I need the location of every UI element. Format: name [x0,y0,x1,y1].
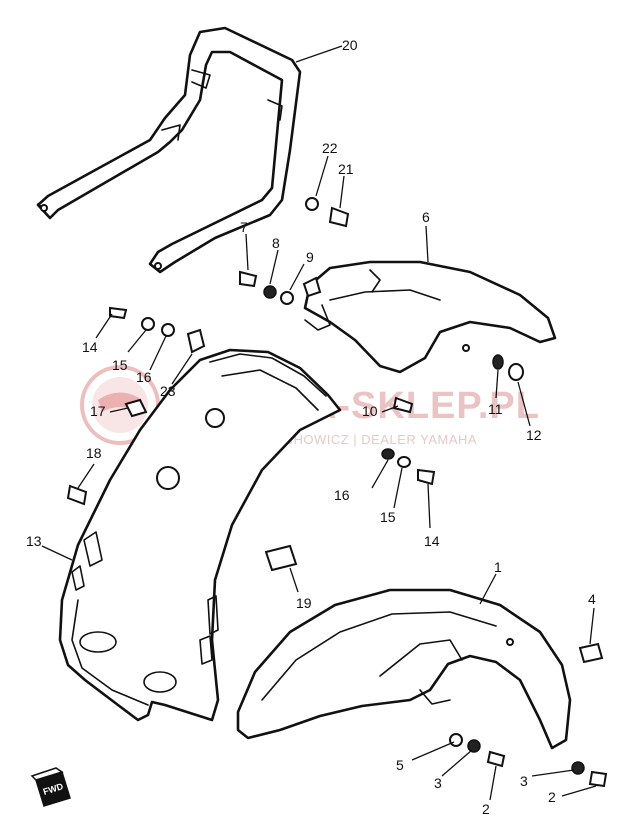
callout-6: 6 [422,209,430,225]
callout-16-upper: 16 [136,369,152,385]
callout-labels: 20 22 21 6 7 8 9 14 15 16 23 17 10 11 12… [26,37,596,817]
front-fender [236,588,572,750]
callout-14-lower: 14 [424,533,440,549]
grab-bar [36,26,302,274]
callout-4: 4 [588,591,596,607]
callout-2-left: 2 [482,801,490,817]
callout-23: 23 [160,383,176,399]
callout-22: 22 [322,140,338,156]
inner-fender [303,260,557,374]
callout-10: 10 [362,403,378,419]
callout-16-lower: 16 [334,487,350,503]
callout-18: 18 [86,445,102,461]
callout-8: 8 [272,235,280,251]
callout-17: 17 [90,403,106,419]
callout-7: 7 [240,219,248,235]
callout-3-right: 3 [520,773,528,789]
callout-3-left: 3 [434,775,442,791]
hardware [66,197,608,788]
callout-1: 1 [494,559,502,575]
callout-5: 5 [396,757,404,773]
callout-20: 20 [342,37,358,53]
rear-fender [58,348,342,722]
callout-19: 19 [296,595,312,611]
callout-11: 11 [488,401,503,417]
callout-15-lower: 15 [380,509,396,525]
leader-lines [41,45,597,801]
callout-12: 12 [526,427,542,443]
fwd-marker: FWD [30,767,71,807]
callout-2-right: 2 [548,789,556,805]
callout-14-upper: 14 [82,339,98,355]
callout-9: 9 [306,249,314,265]
callout-15-upper: 15 [112,357,128,373]
callout-13: 13 [26,533,42,549]
callout-21: 21 [338,161,354,177]
